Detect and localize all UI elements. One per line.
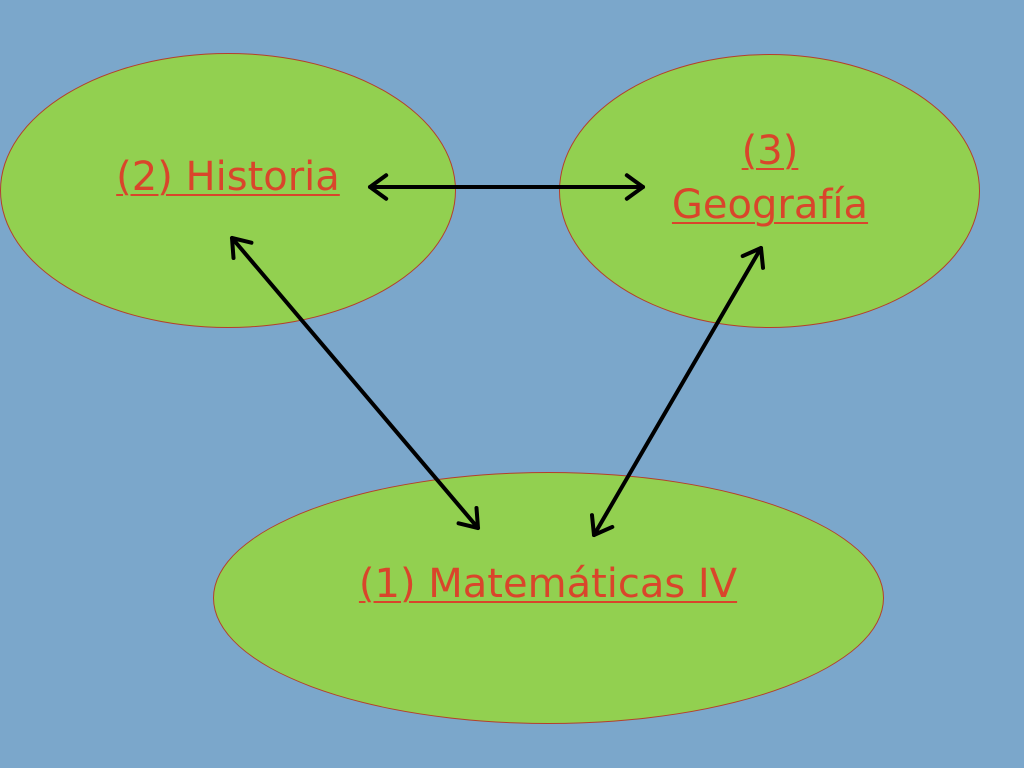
geografia-label-line2: Geografía <box>671 182 869 228</box>
geografia-label-line1: (3) <box>741 128 799 174</box>
matematicas-link[interactable]: (1) Matemáticas IV <box>358 561 738 607</box>
geografia-link[interactable]: (3) Geografía <box>650 124 890 232</box>
historia-link[interactable]: (2) Historia <box>116 154 340 200</box>
